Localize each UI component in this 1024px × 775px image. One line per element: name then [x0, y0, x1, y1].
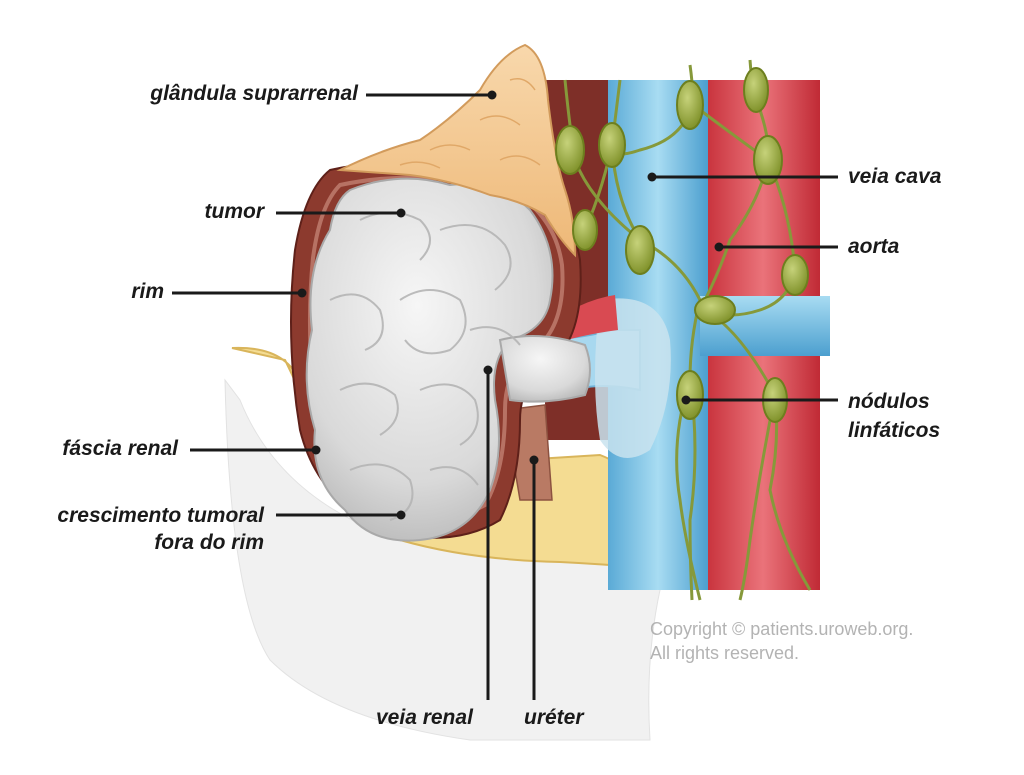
lymph-nodes	[555, 67, 809, 423]
label-renal-vein: veia renal	[376, 706, 473, 729]
lymph-node	[694, 295, 736, 325]
lymph-node	[572, 209, 598, 251]
tumor-lobes	[329, 211, 521, 521]
tumor-protrusion	[498, 335, 591, 403]
copyright-line1: Copyright © patients.uroweb.org.	[650, 619, 914, 639]
lymph-node	[625, 225, 655, 275]
lymph-node	[555, 125, 585, 175]
label-aorta: aorta	[848, 235, 900, 258]
lymph-node	[676, 370, 704, 420]
label-lymph-nodes: nódulos linfáticos	[848, 387, 940, 445]
adrenal-texture	[399, 78, 541, 169]
label-tumor: tumor	[204, 200, 265, 223]
lymph-node	[598, 122, 626, 168]
lymph-node	[781, 254, 809, 296]
label-vena-cava: veia cava	[848, 165, 942, 188]
lymph-node	[676, 80, 704, 130]
label-kidney: rim	[131, 280, 164, 303]
label-ureter: uréter	[524, 706, 584, 729]
copyright-notice: Copyright © patients.uroweb.org. All rig…	[650, 617, 913, 665]
tumor-mass	[305, 177, 554, 542]
label-lymph-nodes-line2: linfáticos	[848, 419, 941, 442]
leader-dots	[297, 90, 724, 520]
label-adrenal-gland: glândula suprarrenal	[150, 82, 358, 105]
adrenal-gland	[336, 43, 577, 258]
label-renal-fascia: fáscia renal	[62, 437, 178, 460]
copyright-line2: All rights reserved.	[650, 643, 800, 663]
label-tumor-growth-line1: crescimento tumoral	[57, 504, 264, 527]
label-lymph-nodes-line1: nódulos	[848, 390, 930, 413]
lymph-node	[743, 67, 769, 113]
label-tumor-growth-line2: fora do rim	[154, 531, 264, 554]
tumor-thrombus	[595, 298, 671, 458]
label-tumor-growth: crescimento tumoral fora do rim	[57, 502, 264, 556]
leader-lines	[172, 93, 838, 700]
lymph-node	[753, 135, 783, 185]
